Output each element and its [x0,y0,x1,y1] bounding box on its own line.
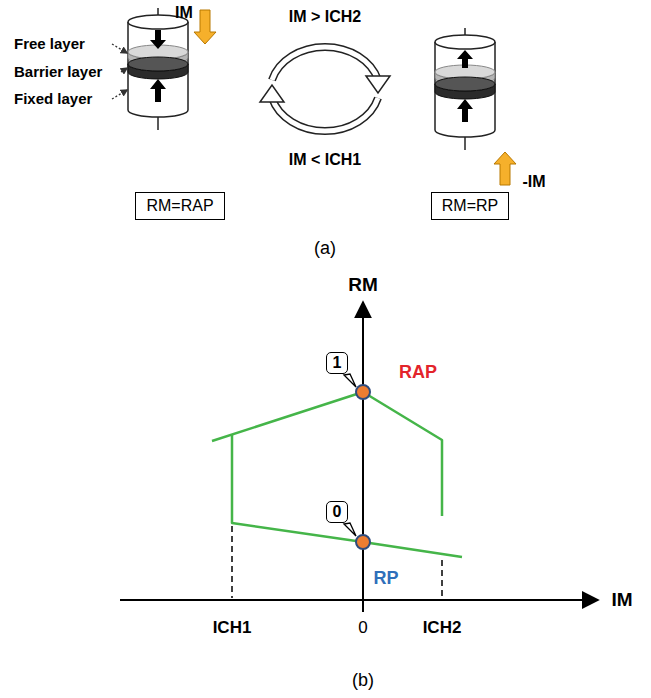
current-label: IM [175,4,193,22]
mtj-antiparallel [128,8,188,130]
mtj-cylinder [435,28,495,150]
leader-line [112,90,127,99]
mtj-cylinder [128,8,188,130]
free-magnetization-arrow [457,50,473,68]
fixed-magnetization-arrow [150,79,166,102]
y-axis [362,302,364,612]
fixed-magnetization-arrow [457,99,473,122]
state-label: RAP [399,362,437,383]
callout-tail [344,374,356,387]
state-box: RM=RAP [135,192,224,220]
current-label: -IM [522,173,545,191]
threshold-line [441,560,443,598]
switch-condition: IM < ICH1 [289,151,361,169]
node-text: 0 [333,503,342,521]
state-dot [356,535,370,549]
callout-number: 1 [326,352,349,374]
current-arrow [194,10,216,44]
switch-condition: IM > ICH2 [289,8,361,26]
hysteresis-curve [212,392,442,516]
state-label: RP [373,568,398,589]
leader-line [112,44,127,53]
layer-label: Barrier layer [14,63,102,80]
mtj-parallel [435,28,495,150]
layer-label: Fixed layer [14,90,92,107]
axis-label: IM [611,589,632,611]
free-magnetization-arrow [150,30,166,49]
axis-label: RM [348,274,378,296]
node-text: RM=RAP [146,197,213,215]
state-dot [356,385,370,399]
layer-label: Free layer [14,35,85,52]
tick-label: 0 [358,618,367,638]
node-text: RM=RP [442,197,498,215]
hysteresis-curve [232,434,462,557]
leader-line [121,68,127,72]
x-axis [120,599,598,601]
threshold-line [231,526,233,598]
panel-label: (a) [314,238,336,259]
callout-tail [344,523,356,536]
current-arrow [494,152,516,185]
callout-number: 0 [326,501,349,523]
panel-label: (b) [352,670,374,691]
tick-label: ICH2 [423,618,462,638]
node-text: 1 [333,354,342,372]
switching-cycle [260,47,390,131]
state-box: RM=RP [431,192,509,220]
tick-label: ICH1 [213,618,252,638]
